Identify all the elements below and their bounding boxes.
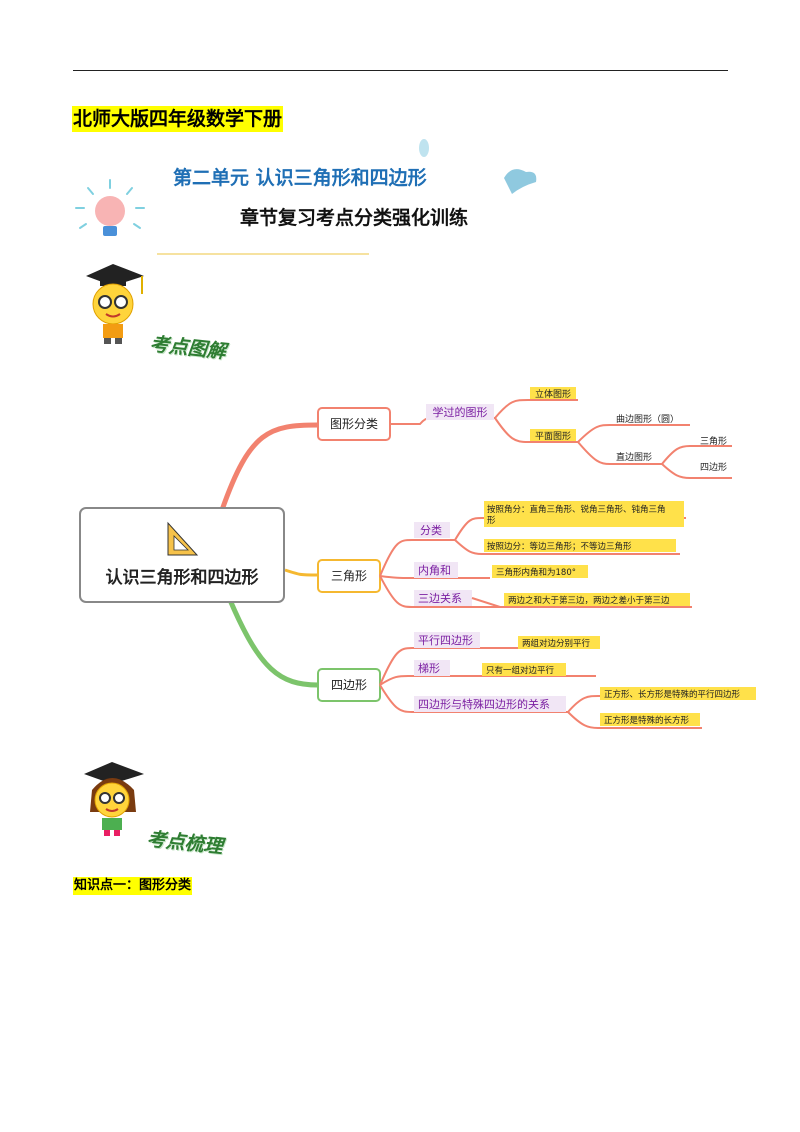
mind-map: 认识三角形和四边形 图形分类 学过的图形 立体图形 平面图形 曲边图形（圆） 直…: [79, 387, 756, 729]
branch-connector-3: [227, 599, 319, 688]
trapezoid-label: 梯形: [418, 662, 440, 675]
relation-text-1: 正方形、长方形是特殊的平行四边形: [604, 689, 741, 700]
branch-connector-1: [219, 422, 319, 511]
triangle-ruler-icon: [167, 521, 199, 556]
by-angle-line2: 形: [487, 516, 496, 526]
root-node: 认识三角形和四边形: [79, 507, 285, 603]
node-triangle-label: 三角形: [331, 569, 367, 583]
angle-sum-text: 三角形内角和为180°: [496, 567, 576, 578]
title-underline: [157, 253, 369, 255]
solid-shape-label: 立体图形: [535, 388, 571, 400]
solid-shape-bg: [530, 387, 576, 399]
student-mascot-icon: [86, 264, 144, 344]
node-quadrilateral-label: 四边形: [331, 678, 367, 692]
knowledge-point-heading: 知识点一：图形分类: [73, 877, 193, 895]
side-relation-text: 两边之和大于第三边，两边之差小于第三边: [508, 595, 670, 606]
by-side-text: 按照边分：等边三角形；不等边三角形: [487, 541, 632, 552]
top-rule: [73, 70, 728, 71]
parallelogram-text: 两组对边分别平行: [522, 638, 591, 649]
trapezoid-text: 只有一组对边平行: [486, 665, 555, 676]
page-subtitle: 章节复习考点分类强化训练: [240, 207, 469, 229]
plane-shape-label: 平面图形: [535, 430, 571, 442]
root-label: 认识三角形和四边形: [106, 567, 259, 588]
girl-mascot-icon: [84, 762, 144, 836]
learned-shapes-bg: [426, 404, 494, 420]
relation-label: 四边形与特殊四边形的关系: [418, 697, 550, 711]
classify-label: 分类: [420, 523, 442, 537]
relation-text-2: 正方形是特殊的长方形: [604, 715, 690, 726]
quad-shape-label: 四边形: [700, 461, 727, 473]
angle-sum-label: 内角和: [418, 563, 451, 577]
book-title: 北师大版四年级数学下册: [72, 106, 284, 132]
unit-title: 第二单元 认识三角形和四边形: [173, 167, 427, 189]
learned-shapes-label: 学过的图形: [433, 405, 488, 419]
straight-shape-label: 直边图形: [616, 451, 652, 463]
branch-connector-2: [284, 568, 319, 577]
triangle-shape-label: 三角形: [700, 435, 727, 447]
parallelogram-label: 平行四边形: [418, 634, 473, 647]
curved-shape-label: 曲边图形（圆）: [616, 413, 679, 425]
node-shape-classification-label: 图形分类: [330, 417, 378, 431]
decoration-icon: [419, 139, 537, 194]
plane-shape-bg: [530, 429, 576, 441]
review-heading: 考点梳理: [145, 828, 224, 858]
by-angle-line1: 按照角分：直角三角形、锐角三角形、钝角三角: [487, 504, 666, 515]
lightbulb-icon: [75, 179, 145, 236]
side-relation-label: 三边关系: [418, 591, 462, 605]
diagram-heading: 考点图解: [148, 333, 227, 363]
